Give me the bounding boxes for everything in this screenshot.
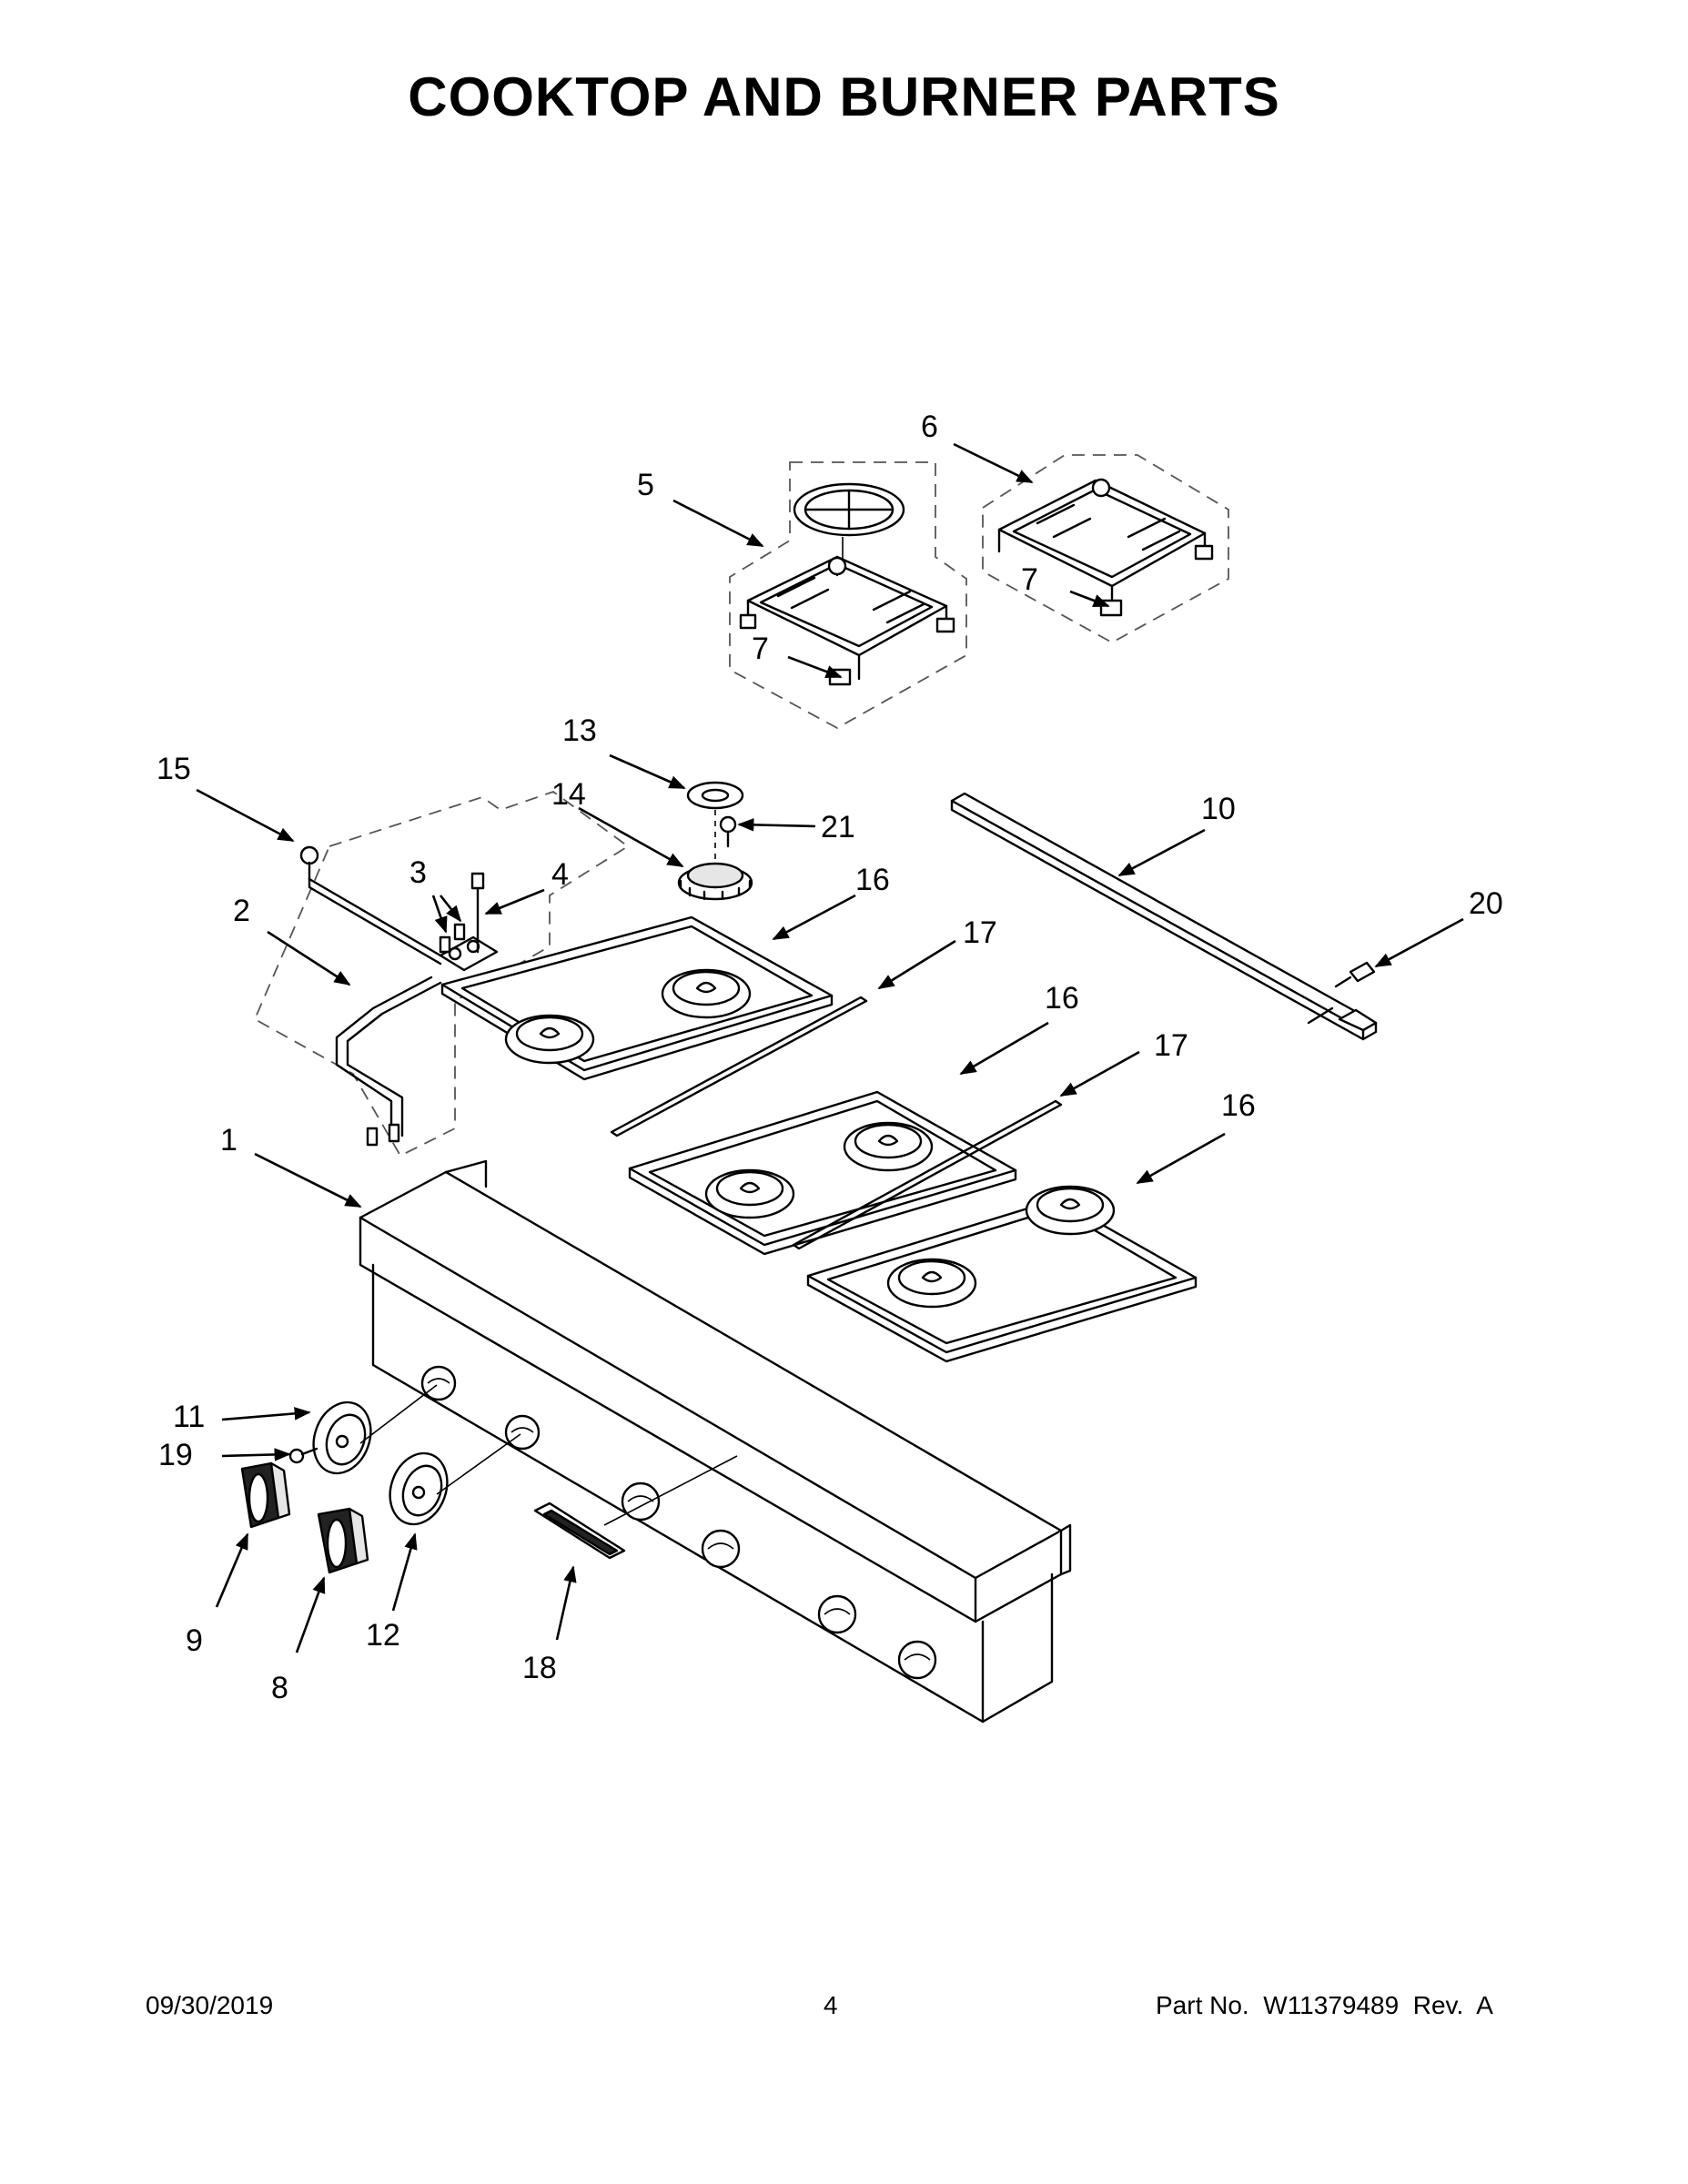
brand-logo-plate bbox=[533, 1455, 738, 1560]
burner-cap-and-base bbox=[677, 781, 753, 901]
callout-2: 2 bbox=[233, 894, 250, 928]
grate-with-wok-ring bbox=[729, 461, 967, 730]
burner-pan-2 bbox=[628, 1090, 1017, 1256]
footer-date: 09/30/2019 bbox=[146, 1991, 274, 2019]
knob-bezel-left bbox=[312, 1384, 438, 1475]
callout-8: 8 bbox=[271, 1671, 288, 1705]
callout-16a: 16 bbox=[855, 863, 890, 897]
callout-19: 19 bbox=[158, 1438, 193, 1472]
knob-bezel-right bbox=[389, 1433, 521, 1526]
callout-1: 1 bbox=[220, 1123, 238, 1158]
callout-16b: 16 bbox=[1045, 981, 1079, 1016]
callout-13: 13 bbox=[562, 713, 597, 748]
callout-17b: 17 bbox=[1154, 1028, 1188, 1063]
callout-labels: 1 2 3 4 5 6 7 7 8 9 10 11 12 13 14 15 16… bbox=[157, 410, 1503, 1705]
callout-5: 5 bbox=[637, 468, 654, 502]
callout-18: 18 bbox=[522, 1651, 557, 1685]
control-panel-housing bbox=[359, 1159, 1072, 1724]
callout-4: 4 bbox=[551, 857, 569, 892]
callout-7a: 7 bbox=[752, 632, 769, 666]
footer-page-number: 4 bbox=[824, 1991, 838, 2019]
gas-manifold-assembly bbox=[253, 790, 630, 1158]
bezel-screw bbox=[288, 1447, 318, 1464]
page-title: COOKTOP AND BURNER PARTS bbox=[408, 66, 1280, 127]
callout-6: 6 bbox=[921, 410, 938, 444]
callout-14: 14 bbox=[551, 777, 586, 812]
callout-11: 11 bbox=[173, 1400, 205, 1434]
callout-16c: 16 bbox=[1221, 1088, 1256, 1123]
callout-3: 3 bbox=[409, 855, 427, 890]
burner-pan-3 bbox=[806, 1185, 1198, 1363]
callout-21: 21 bbox=[821, 810, 855, 844]
callout-10: 10 bbox=[1201, 792, 1236, 826]
control-knob-rear bbox=[317, 1507, 369, 1574]
rear-trim-bar bbox=[950, 792, 1378, 1041]
callout-17a: 17 bbox=[963, 915, 997, 950]
callout-9: 9 bbox=[186, 1623, 203, 1658]
callout-7b: 7 bbox=[1021, 562, 1038, 597]
control-knob-front bbox=[240, 1461, 291, 1529]
pan-separator-strips bbox=[610, 996, 1063, 1250]
trim-screw bbox=[1334, 961, 1376, 988]
callout-20: 20 bbox=[1469, 886, 1503, 921]
footer-part-number: Part No. W11379489 Rev. A bbox=[1156, 1991, 1493, 2019]
leader-lines bbox=[196, 442, 1464, 1653]
grate-standard bbox=[982, 454, 1229, 644]
callout-12: 12 bbox=[366, 1618, 400, 1653]
callout-15: 15 bbox=[157, 752, 191, 786]
burner-pan-1 bbox=[440, 915, 834, 1081]
